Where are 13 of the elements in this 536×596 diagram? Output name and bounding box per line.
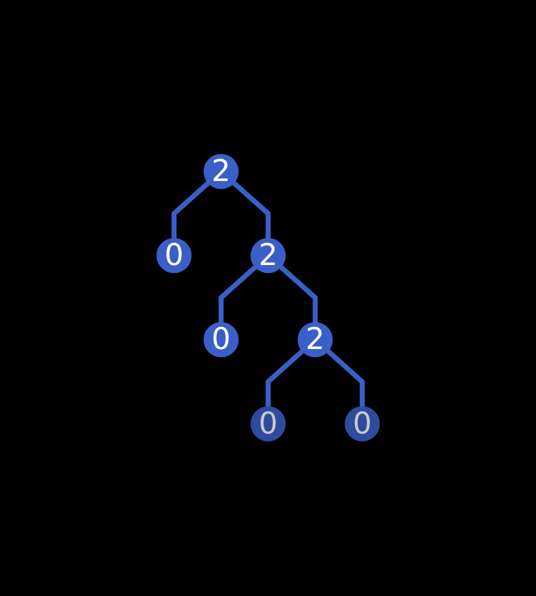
node-circle: 0 xyxy=(203,322,238,358)
node-circle: 0 xyxy=(156,238,192,274)
connector xyxy=(279,265,318,323)
connector xyxy=(266,350,304,408)
node-circle: 2 xyxy=(203,154,238,190)
connector xyxy=(171,181,210,239)
node-circle: 0 xyxy=(250,406,286,442)
connector xyxy=(218,265,257,323)
node-circle: 0 xyxy=(344,406,380,442)
connector xyxy=(232,181,270,239)
node-circle: 2 xyxy=(250,238,286,274)
connector xyxy=(326,350,365,408)
node-circle: 2 xyxy=(298,322,333,358)
